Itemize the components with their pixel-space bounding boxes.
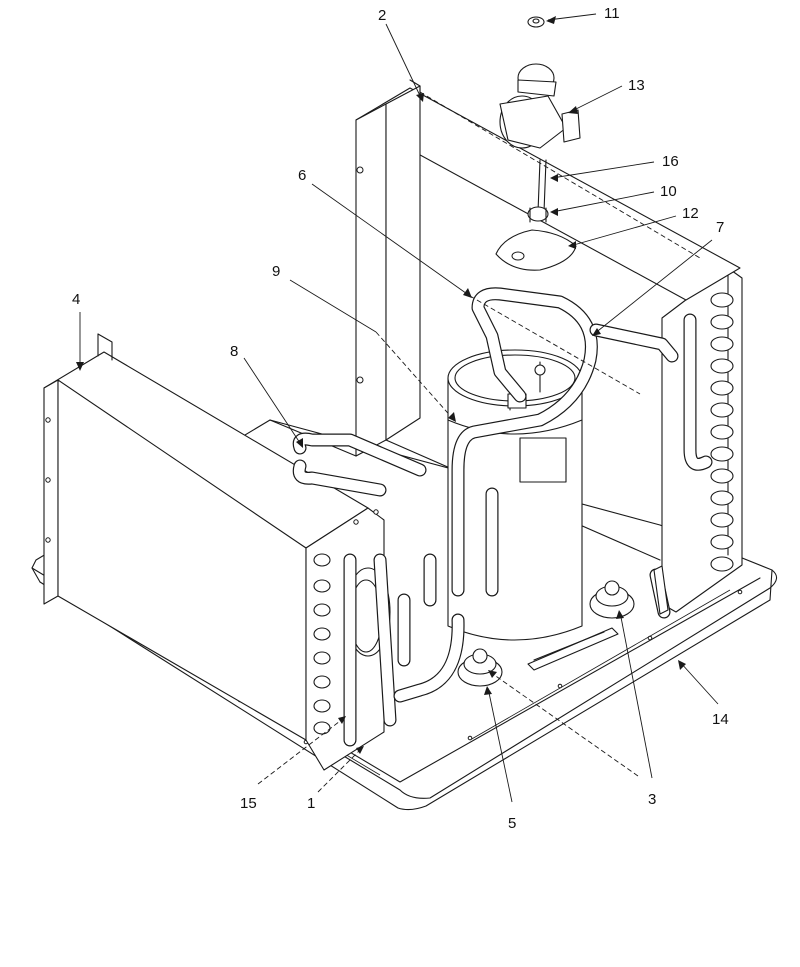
rod-16	[537, 159, 547, 213]
callout-2: 2	[378, 7, 386, 24]
callout-4: 4	[72, 291, 80, 308]
callout-15: 15	[240, 795, 257, 812]
evaporator-coil-left	[43, 333, 397, 771]
callout-11: 11	[604, 5, 620, 22]
callout-12: 12	[682, 205, 699, 222]
callout-6: 6	[298, 167, 306, 184]
compressor-mounts	[457, 565, 669, 687]
leader-lines	[76, 13, 719, 803]
callout-8: 8	[230, 343, 238, 360]
callout-16: 16	[662, 153, 679, 170]
fan-motor-13	[499, 63, 581, 149]
condenser-coil-right	[649, 267, 743, 619]
bracket-12	[495, 229, 577, 271]
callout-7: 7	[716, 219, 724, 236]
compressor	[393, 287, 679, 703]
callout-labels: 1 2 3 4 5 6 7 8 9 10 11 12 13 14 15 16	[72, 5, 729, 832]
callout-3: 3	[648, 791, 656, 808]
callout-5: 5	[508, 815, 516, 832]
callout-1: 1	[307, 795, 315, 812]
overload-10	[527, 206, 549, 223]
callout-9: 9	[272, 263, 280, 280]
callout-13: 13	[628, 77, 645, 94]
nut-11	[527, 16, 545, 28]
callout-14: 14	[712, 711, 729, 728]
callout-10: 10	[660, 183, 677, 200]
